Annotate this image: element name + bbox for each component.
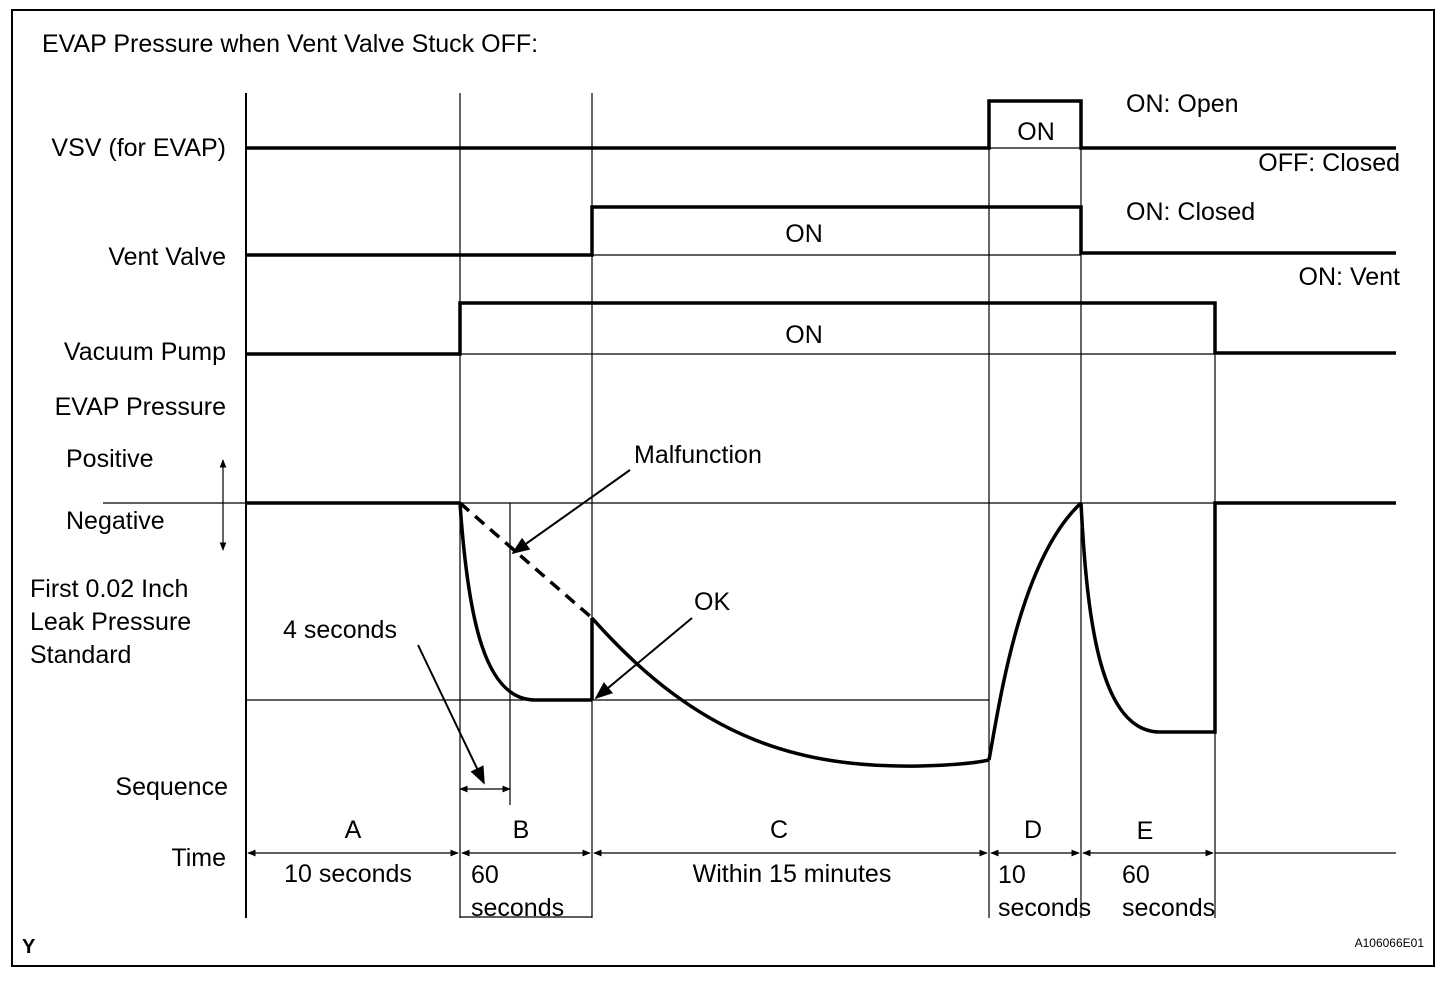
vent-valve-on-label: ON [785, 220, 823, 248]
figure-id: A106066E01 [1355, 936, 1425, 950]
phase-e-duration-line-2: seconds [1122, 894, 1215, 922]
evap-pressure-label: EVAP Pressure [55, 393, 226, 421]
vsv-label: VSV (for EVAP) [51, 134, 226, 162]
evap-pressure-phase-c-curve [590, 616, 990, 768]
evap-pressure-phase-d-curve [987, 501, 1083, 761]
phase-b-duration-line-1: 60 [471, 861, 499, 889]
malfunction-arrow [511, 469, 631, 555]
vacuum-pump-signal-trace [246, 301, 1396, 356]
vsv-on-description: ON: Open [1126, 90, 1239, 118]
positive-label: Positive [66, 445, 154, 473]
leak-standard-line-2: Leak Pressure [30, 608, 191, 636]
phase-e-label: E [1137, 817, 1154, 845]
ok-label: OK [694, 588, 730, 616]
leak-standard-line-1: First 0.02 Inch [30, 575, 188, 603]
vent-valve-on-description: ON: Closed [1126, 198, 1255, 226]
vsv-off-description: OFF: Closed [1258, 149, 1400, 177]
evap-pressure-phase-e-curve [1079, 501, 1396, 734]
time-label: Time [171, 844, 226, 872]
malfunction-label: Malfunction [634, 441, 762, 469]
vent-valve-label: Vent Valve [108, 243, 226, 271]
negative-label: Negative [66, 507, 165, 535]
leak-standard-line-3: Standard [30, 641, 131, 669]
phase-d-duration-line-2: seconds [998, 894, 1091, 922]
sequence-label: Sequence [115, 773, 228, 801]
corner-mark: Y [22, 936, 36, 958]
ok-arrow [594, 617, 693, 700]
phase-c-label: C [770, 816, 788, 844]
vacuum-pump-on-label: ON [785, 321, 823, 349]
phase-b-duration-line-2: seconds [471, 894, 564, 922]
phase-e-duration-line-1: 60 [1122, 861, 1150, 889]
phase-b-label: B [513, 816, 530, 844]
phase-d-duration-line-1: 10 [998, 861, 1026, 889]
vsv-signal-trace [246, 99, 1396, 150]
evap-pressure-malfunction-curve [458, 501, 594, 620]
phase-d-label: D [1024, 816, 1042, 844]
four-seconds-label: 4 seconds [283, 616, 397, 644]
evap-pressure-ok-curve [458, 502, 592, 702]
vent-valve-off-description: ON: Vent [1299, 263, 1400, 291]
vsv-on-label: ON [1017, 118, 1055, 146]
figure-frame [11, 9, 1435, 967]
phase-a-duration: 10 seconds [284, 860, 412, 888]
diagram-title: EVAP Pressure when Vent Valve Stuck OFF: [42, 30, 538, 58]
vacuum-pump-label: Vacuum Pump [64, 338, 226, 366]
four-seconds-arrow [417, 644, 485, 785]
phase-a-label: A [345, 816, 362, 844]
vent-valve-signal-trace [246, 205, 1396, 257]
phase-c-duration: Within 15 minutes [693, 860, 892, 888]
